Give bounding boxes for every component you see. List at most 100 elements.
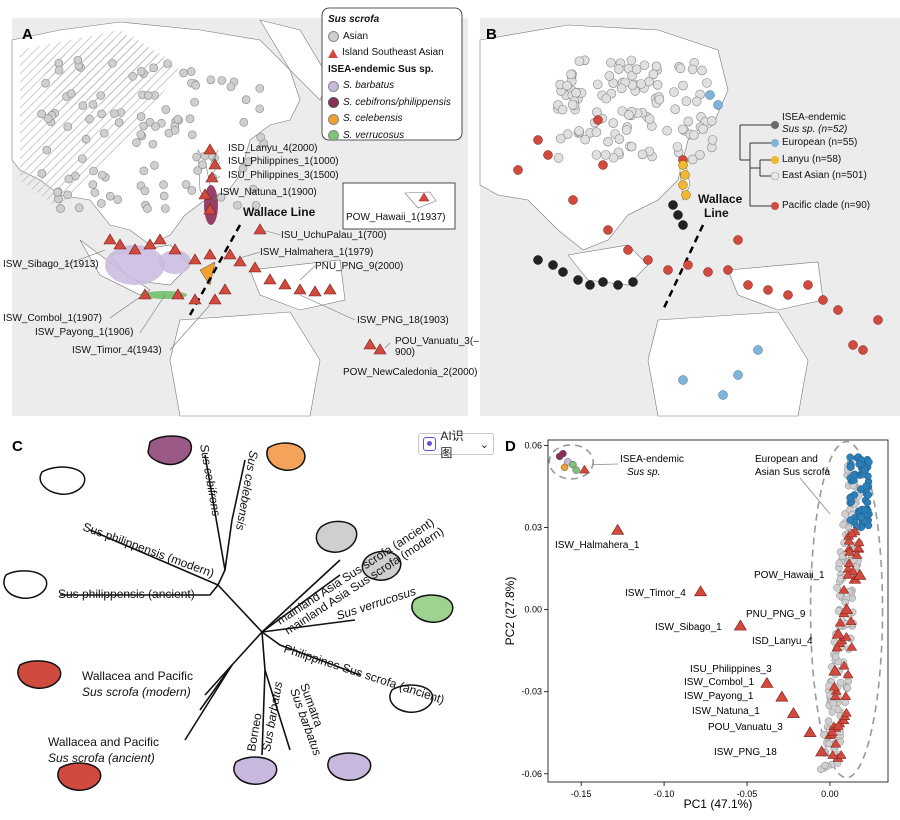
point-label: ISW_PNG_18 <box>714 747 777 758</box>
eastasian-sample <box>614 64 624 74</box>
asian-point <box>829 699 838 708</box>
annotation-arrow <box>592 463 619 466</box>
chevron-down-icon[interactable]: ⌄ <box>479 438 489 451</box>
legend-a-verrucosus: S. verrucosus <box>328 128 460 145</box>
asian-sample <box>251 201 261 210</box>
legend-a-title: Sus scrofa <box>328 14 380 25</box>
isea-sample <box>188 253 202 265</box>
pacific-sample <box>643 255 653 265</box>
isea-endemic-sample <box>558 267 568 277</box>
eastasian-sample <box>626 55 637 66</box>
isea-sample <box>203 248 217 260</box>
legend-a-endemic-title: ISEA-endemic Sus sp. <box>328 63 434 75</box>
eastasian-sample <box>681 96 692 107</box>
asian-sample <box>148 139 158 149</box>
isea-sample <box>308 285 322 297</box>
isea-point <box>843 558 855 568</box>
eastasian-sample <box>702 78 712 88</box>
eastasian-sample <box>553 153 564 163</box>
isea-sample <box>293 283 307 295</box>
eastasian-sample <box>639 60 650 71</box>
pig-icon-mainland-ancient <box>315 520 358 553</box>
asian-sample <box>239 118 249 127</box>
y-tick-label: 0.06 <box>524 440 542 450</box>
asian-point <box>843 683 852 692</box>
asian-sample <box>97 170 107 180</box>
asian-sample <box>110 109 119 118</box>
european-point <box>862 482 870 490</box>
isea-endemic-sample <box>668 200 678 210</box>
asian-sample <box>85 114 94 124</box>
pacific-sample <box>513 165 523 175</box>
endemic-point <box>559 449 567 458</box>
asian-sample <box>206 75 216 85</box>
eastasian-sample <box>603 136 613 147</box>
eastasian-sample <box>608 118 619 128</box>
eastasian-sample <box>644 114 655 124</box>
isea-endemic-sample <box>548 260 558 270</box>
isea-point <box>845 616 857 625</box>
asian-sample <box>132 138 141 147</box>
asian-sample <box>128 72 138 81</box>
labeled-point <box>828 664 842 676</box>
isea-point <box>834 617 846 627</box>
legend-a-barbatus: S. barbatus <box>328 78 460 95</box>
endemic-point <box>560 463 569 472</box>
asian-sample <box>108 58 117 68</box>
asian-sample <box>41 78 50 88</box>
ai-image-recognition-button[interactable]: AI识图 ⌄ <box>418 429 494 460</box>
x-axis-label: PC1 (47.1%) <box>684 797 753 811</box>
asian-sample <box>114 118 124 127</box>
legend-b-labels: ISEA-endemic Sus sp. (n=52) European (n=… <box>478 0 900 420</box>
pig-icon-cebifrons <box>147 435 192 466</box>
labeled-point <box>786 707 800 718</box>
pacific-sample <box>603 225 613 235</box>
panel-a-map <box>11 7 468 417</box>
pacific-sample <box>543 150 553 160</box>
asian-sample <box>255 104 264 114</box>
asian-sample <box>136 130 146 139</box>
eastasian-sample <box>707 116 717 126</box>
label-wallace-line: Wallace Line <box>243 205 316 219</box>
asian-sample <box>161 105 171 114</box>
eastasian-sample <box>574 56 585 67</box>
pacific-sample <box>533 135 543 145</box>
asian-sample <box>244 157 253 166</box>
isea-sample <box>278 278 292 290</box>
eastasian-sample <box>687 154 698 165</box>
asian-sample <box>77 154 87 163</box>
european-sample <box>713 100 723 110</box>
ai-scan-icon <box>423 437 437 451</box>
european-sample <box>678 375 688 385</box>
isea-point <box>827 750 839 759</box>
eastasian-sample <box>562 129 573 139</box>
pacific-sample <box>623 245 633 255</box>
legend-a-isea: Island Southeast Asian <box>328 45 460 62</box>
european-sample <box>753 345 763 355</box>
asian-sample <box>163 59 172 68</box>
legend-b-european: European (n=55) <box>782 137 858 148</box>
isea-point <box>847 566 859 576</box>
european-sample <box>705 90 715 100</box>
legend-a-box <box>321 7 463 141</box>
tree-label-celebensis: Sus celebensis <box>233 449 261 531</box>
barbatus-range <box>105 245 165 285</box>
panel-c-label: C <box>12 438 23 455</box>
y-tick-label: 0.03 <box>524 523 542 533</box>
isea-endemic-sample <box>585 280 595 290</box>
pig-icon-philippines-scrofa <box>389 684 434 713</box>
pig-icon-philippensis-modern <box>39 466 86 495</box>
panel-c-tree: Sus cebifrons Sus celebensis Sus philipp… <box>3 435 454 791</box>
eastasian-sample <box>672 142 683 152</box>
eastasian-sample <box>614 134 625 144</box>
legend-a-asian: Asian <box>328 29 460 46</box>
labeled-point <box>815 745 829 757</box>
eastasian-sample <box>669 87 679 97</box>
isea-sample <box>203 143 217 155</box>
isea-point <box>842 569 854 579</box>
x-tick-label: -0.15 <box>571 789 592 799</box>
label-wallace-b-1: Wallace <box>698 192 743 206</box>
isea-endemic-sample <box>673 210 683 220</box>
